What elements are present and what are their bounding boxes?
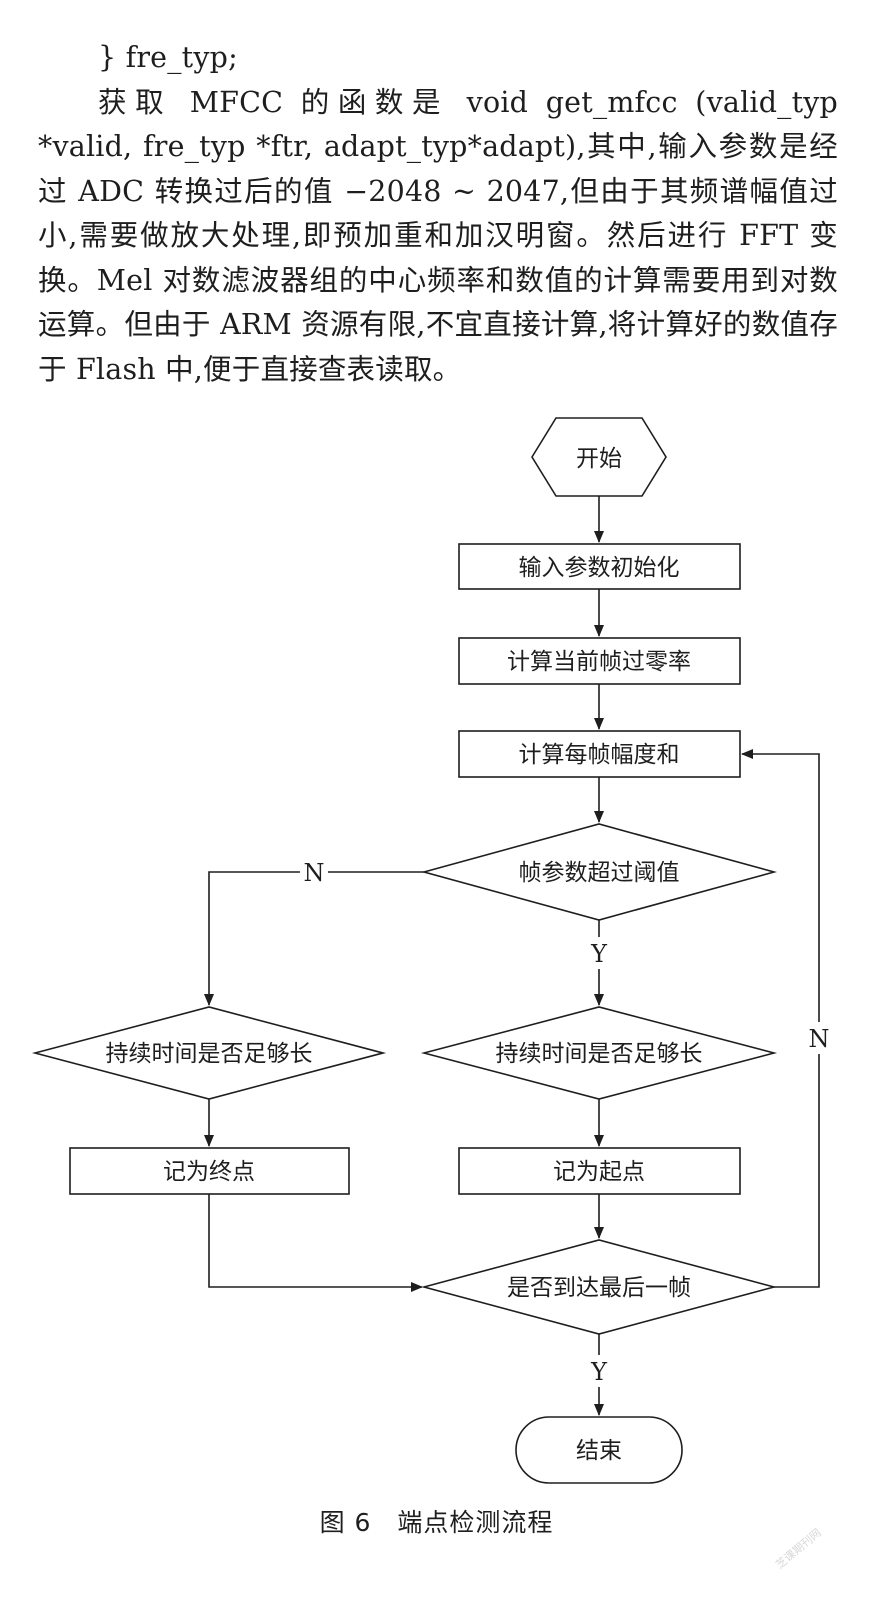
duration-left-diamond: [31, 1006, 387, 1100]
threshold-diamond: [420, 823, 778, 921]
figure-title: 端点检测流程: [397, 1508, 554, 1537]
threshold-label: 帧参数超过阈值: [519, 860, 680, 886]
edge-mark-end-last: [208, 1194, 423, 1292]
last-frame-label: 是否到达最后一帧: [507, 1275, 691, 1301]
mark-end-label: 记为终点: [163, 1159, 255, 1185]
figure-number: 图 6: [319, 1508, 372, 1537]
duration-left-label: 持续时间是否足够长: [106, 1041, 313, 1067]
init-label: 输入参数初始化: [519, 555, 680, 581]
amp-label: 计算每帧幅度和: [519, 742, 680, 768]
end-label: 结束: [576, 1438, 622, 1464]
duration-right-label: 持续时间是否足够长: [496, 1041, 703, 1067]
end-node: [515, 1416, 683, 1484]
edge-threshold-n: [204, 871, 424, 1006]
edge-label-n-loop: N: [809, 1025, 830, 1053]
start-node: [531, 417, 667, 497]
mark-start-label: 记为起点: [553, 1159, 645, 1185]
code-line: } fre_typ;: [98, 41, 238, 74]
edge-label-y-last: Y: [590, 1358, 608, 1386]
start-label: 开始: [576, 446, 622, 472]
edge-loop-n: [741, 749, 820, 1288]
zcr-label: 计算当前帧过零率: [507, 649, 691, 675]
figure-caption: 图 6 端点检测流程: [0, 1503, 873, 1539]
edge-label-y-threshold: Y: [590, 940, 608, 968]
edge-label-n-threshold: N: [304, 859, 325, 887]
body-text: } fre_typ; 获取 MFCC 的函数是 void get_mfcc (v…: [38, 36, 838, 392]
duration-right-diamond: [420, 1006, 778, 1100]
paragraph: 获取 MFCC 的函数是 void get_mfcc (valid_typ *v…: [38, 85, 838, 386]
